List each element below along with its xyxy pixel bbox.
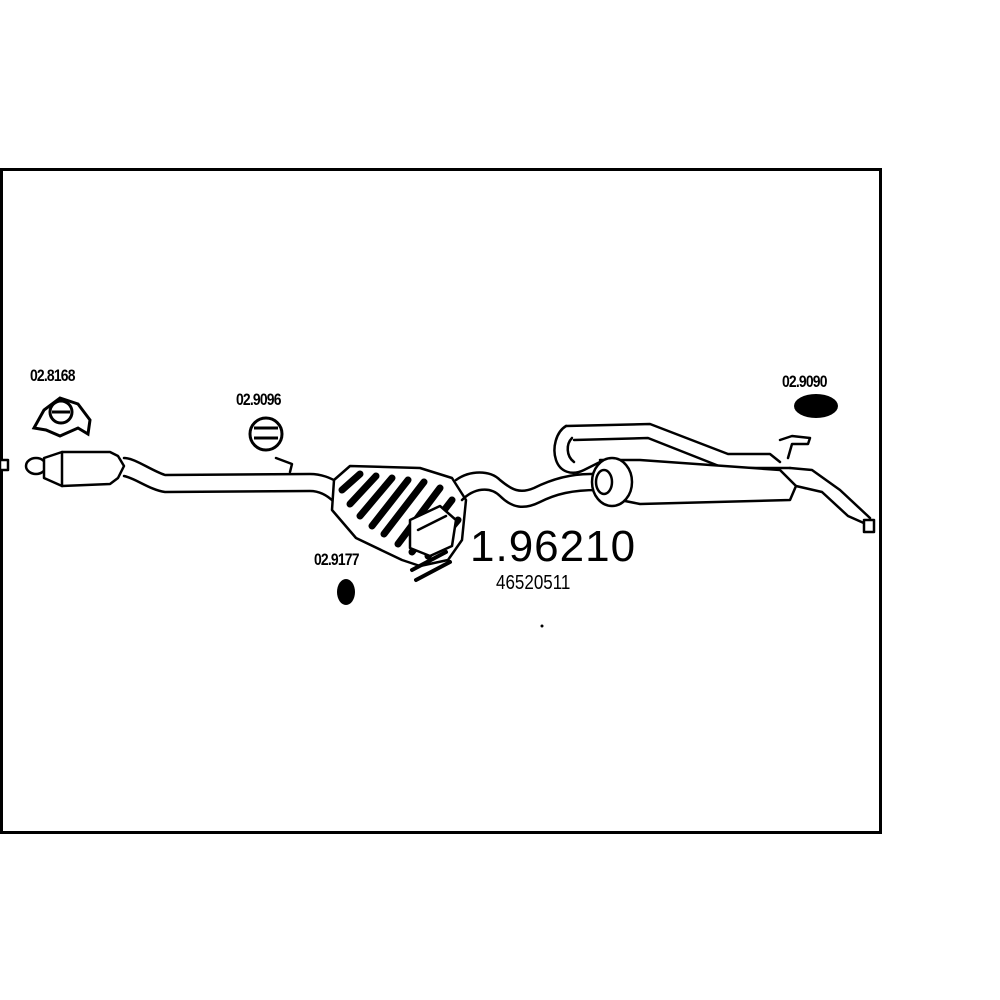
intermediate-pipe: [454, 471, 602, 509]
accessory-number-hanger-middle: 02.9096: [236, 390, 281, 409]
center-muffler: [330, 464, 468, 582]
stray-dot: [540, 624, 544, 628]
front-pipe-section: [0, 450, 340, 504]
oem-reference-number: 46520511: [496, 572, 571, 594]
rubber-hanger-icon: [248, 416, 284, 452]
accessory-number-hanger-right: 02.9090: [782, 372, 827, 391]
accessory-number-clamp: 02.8168: [30, 366, 75, 385]
diagram-frame: [0, 168, 882, 834]
main-part-number: 1.96210: [470, 522, 637, 571]
accessory-number-hanger-bottom: 02.9177: [314, 550, 359, 569]
hanger-bracket: [274, 456, 294, 474]
rear-muffler: [553, 422, 876, 534]
rubber-mount-icon: [337, 579, 355, 605]
rubber-ring-icon: [794, 394, 838, 418]
pipe-clamp-icon: [31, 396, 92, 438]
